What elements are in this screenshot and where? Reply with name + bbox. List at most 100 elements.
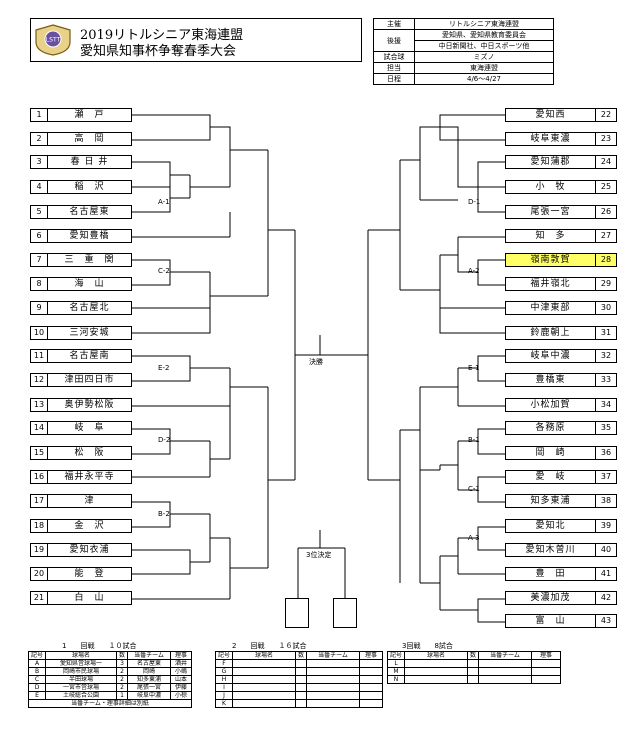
schedule-header-cell: 当番チーム [478,651,532,660]
schedule-cell [359,691,383,700]
schedule-cell [531,667,561,676]
schedule-cell [306,667,360,676]
info-value: 4/6～4/27 [414,73,554,85]
schedule3-heading: 3回戦 8試合 [402,642,453,650]
schedule-cell: N [387,675,405,684]
team-name: 尾張一宮 [530,207,571,217]
team-number: 22 [595,109,616,121]
info-table: 主催リトルシニア東海連盟 後援愛知県、愛知県教育委員会 中日新聞社、中日スポーツ… [373,18,554,85]
team-name: 嶺南敦賀 [530,255,571,265]
team-number: 38 [595,495,616,507]
team-number: 42 [595,592,616,604]
schedule-header-cell: 数 [116,651,128,660]
schedule-header-cell: 球場名 [45,651,117,660]
title-line-2: 愛知県知事杯争奪春季大会 [80,44,237,59]
team-name: 津 [84,496,95,506]
team-number: 31 [595,327,616,339]
team-number: 4 [31,181,48,193]
schedule-cell: 伊藤 [170,683,192,692]
team-number: 11 [31,350,48,362]
team-box-right-highlighted: 嶺南敦賀 28 [505,253,617,267]
group-label-e1: E-1 [468,364,480,372]
team-name: 春 日 井 [70,157,109,167]
schedule-cell: C [28,675,46,684]
schedule-footer: 当番チーム・理事詳細は別紙 [28,699,192,708]
team-number: 7 [31,254,48,266]
team-number: 9 [31,302,48,314]
schedule-cell [306,659,360,668]
group-label-d2: D-2 [158,436,171,444]
schedule-cell: 小椋 [170,691,192,700]
team-name: 三河安城 [69,328,110,338]
schedule-cell: 尾張一宮 [127,683,171,692]
team-name: 奥伊勢松阪 [64,400,115,410]
group-label-a1: A-1 [158,198,170,206]
third-place-slot-right [333,598,357,628]
third-place-label: 3位決定 [306,551,332,559]
schedule-cell [359,699,383,708]
schedule-cell [404,675,468,684]
schedule-cell [531,659,561,668]
group-label-a2: A-2 [468,267,480,275]
team-number: 1 [31,109,48,121]
schedule-row: L [387,659,561,668]
schedule-cell [531,675,561,684]
schedule-header-cell: 数 [295,651,307,660]
group-label-c2: C-2 [158,267,170,275]
schedule-cell: 小嶋 [170,667,192,676]
team-number: 3 [31,156,48,168]
team-name: 岐阜中濃 [530,351,571,361]
team-number: 33 [595,374,616,386]
team-number: 20 [31,568,48,580]
team-number: 40 [595,544,616,556]
team-number: 43 [595,615,616,627]
schedule-cell: H [215,675,233,684]
schedule-cell: 半田球場 [45,675,117,684]
team-name: 小 牧 [535,182,566,192]
team-name: 海 山 [74,279,105,289]
schedule-cell: 知多東浦 [127,675,171,684]
team-number: 29 [595,278,616,290]
schedule-cell [359,675,383,684]
team-number: 8 [31,278,48,290]
team-name: 福井永平寺 [64,472,115,482]
team-name: 愛知豊橋 [69,231,110,241]
schedule-cell [295,691,307,700]
schedule-cell [295,683,307,692]
team-name: 高 岡 [74,134,105,144]
group-label-a3: A-3 [468,534,480,542]
team-name: 豊 田 [535,569,566,579]
schedule-row: J [215,691,383,700]
team-number: 27 [595,230,616,242]
schedule-cell: 2 [116,683,128,692]
team-number: 39 [595,520,616,532]
schedule-cell: 2 [116,675,128,684]
schedule-cell: 名古屋東 [127,659,171,668]
team-number: 30 [595,302,616,314]
schedule-cell [478,675,532,684]
team-number: 15 [31,447,48,459]
team-number: 28 [595,254,616,266]
team-number: 6 [31,230,48,242]
team-name: 愛 岐 [535,472,566,482]
team-box-right: 愛知木曽川 40 [505,543,617,557]
team-name: 愛知木曽川 [525,545,576,555]
